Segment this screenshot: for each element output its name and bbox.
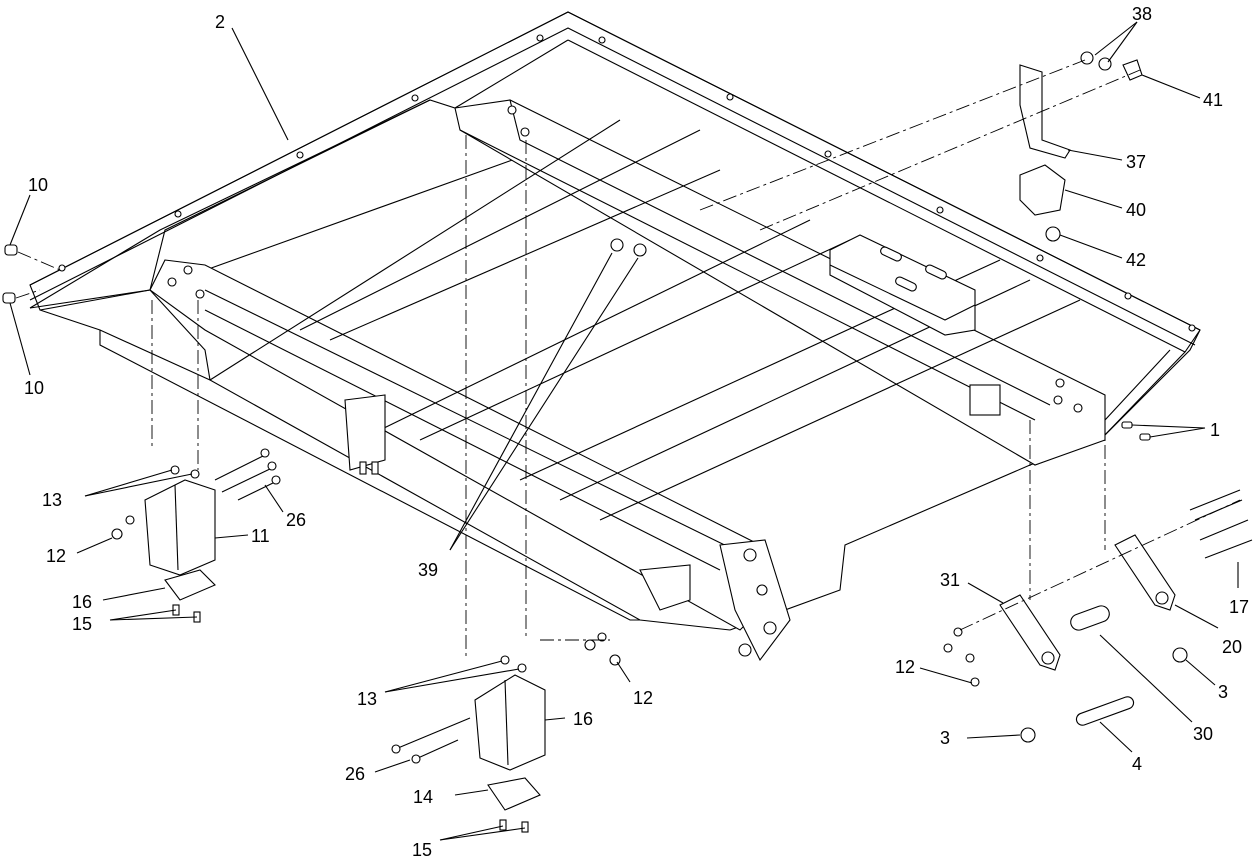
callout-15-center: 15 <box>412 840 432 860</box>
callout-12-right: 12 <box>895 657 915 677</box>
callout-26-left: 26 <box>286 510 306 530</box>
callout-labels: 2 38 41 37 40 42 10 10 1 13 26 11 12 16 … <box>24 4 1249 860</box>
callout-10-top: 10 <box>28 175 48 195</box>
callout-39: 39 <box>418 560 438 580</box>
callout-17: 17 <box>1229 597 1249 617</box>
callout-3-left: 3 <box>940 728 950 748</box>
callout-4: 4 <box>1132 754 1142 774</box>
callout-2: 2 <box>215 12 225 32</box>
callout-31: 31 <box>940 570 960 590</box>
hardware-parts <box>2 51 1253 833</box>
callout-12-left: 12 <box>46 546 66 566</box>
callout-13-left: 13 <box>42 490 62 510</box>
leader-lines <box>9 21 1239 841</box>
callout-37: 37 <box>1126 152 1146 172</box>
callout-3-right: 3 <box>1218 682 1228 702</box>
callout-10-bottom: 10 <box>24 378 44 398</box>
callout-12-center: 12 <box>633 688 653 708</box>
callout-40: 40 <box>1126 200 1146 220</box>
callout-26-center: 26 <box>345 764 365 784</box>
callout-42: 42 <box>1126 250 1146 270</box>
callout-11: 11 <box>251 526 270 546</box>
callout-30: 30 <box>1193 724 1213 744</box>
callout-38: 38 <box>1132 4 1152 24</box>
main-frame <box>29 11 1201 662</box>
assembly-centerlines <box>15 59 1241 660</box>
callout-1: 1 <box>1210 420 1220 440</box>
callout-20: 20 <box>1222 637 1242 657</box>
callout-41: 41 <box>1203 90 1223 110</box>
callout-16-center: 16 <box>573 709 593 729</box>
callout-13-center: 13 <box>357 689 377 709</box>
callout-14: 14 <box>413 787 433 807</box>
callout-15-left: 15 <box>72 614 92 634</box>
callout-16-left: 16 <box>72 592 92 612</box>
